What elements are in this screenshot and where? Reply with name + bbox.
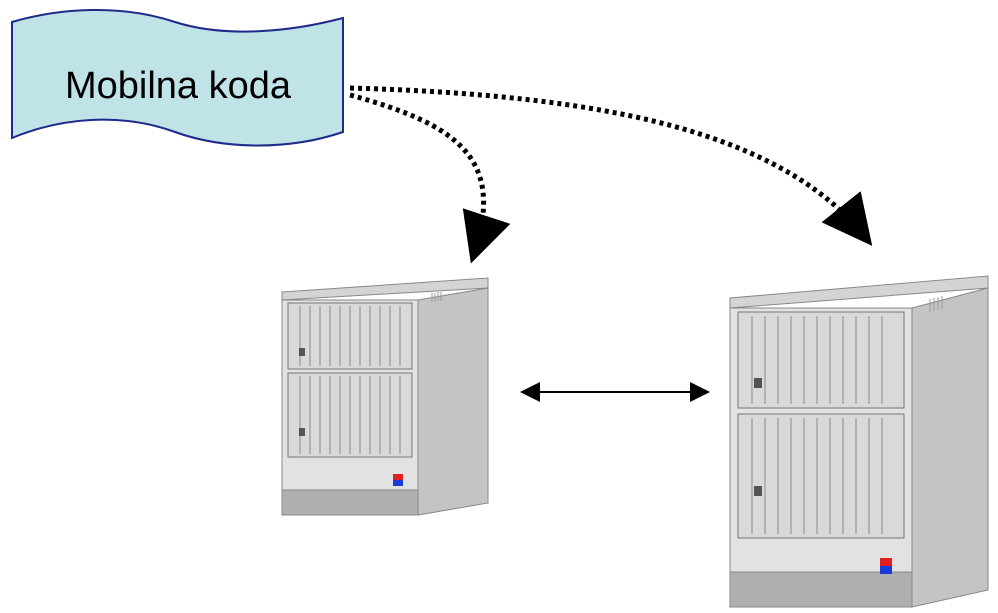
mobile-code-banner: Mobilna koda — [11, 8, 344, 147]
banner-label: Mobilna koda — [65, 65, 292, 107]
server-left — [281, 277, 489, 516]
banner-shape — [11, 8, 344, 147]
dotted-arrow-to-left-server — [349, 92, 511, 264]
server-right — [729, 275, 989, 608]
dotted-arrow-to-right-server — [349, 85, 873, 246]
